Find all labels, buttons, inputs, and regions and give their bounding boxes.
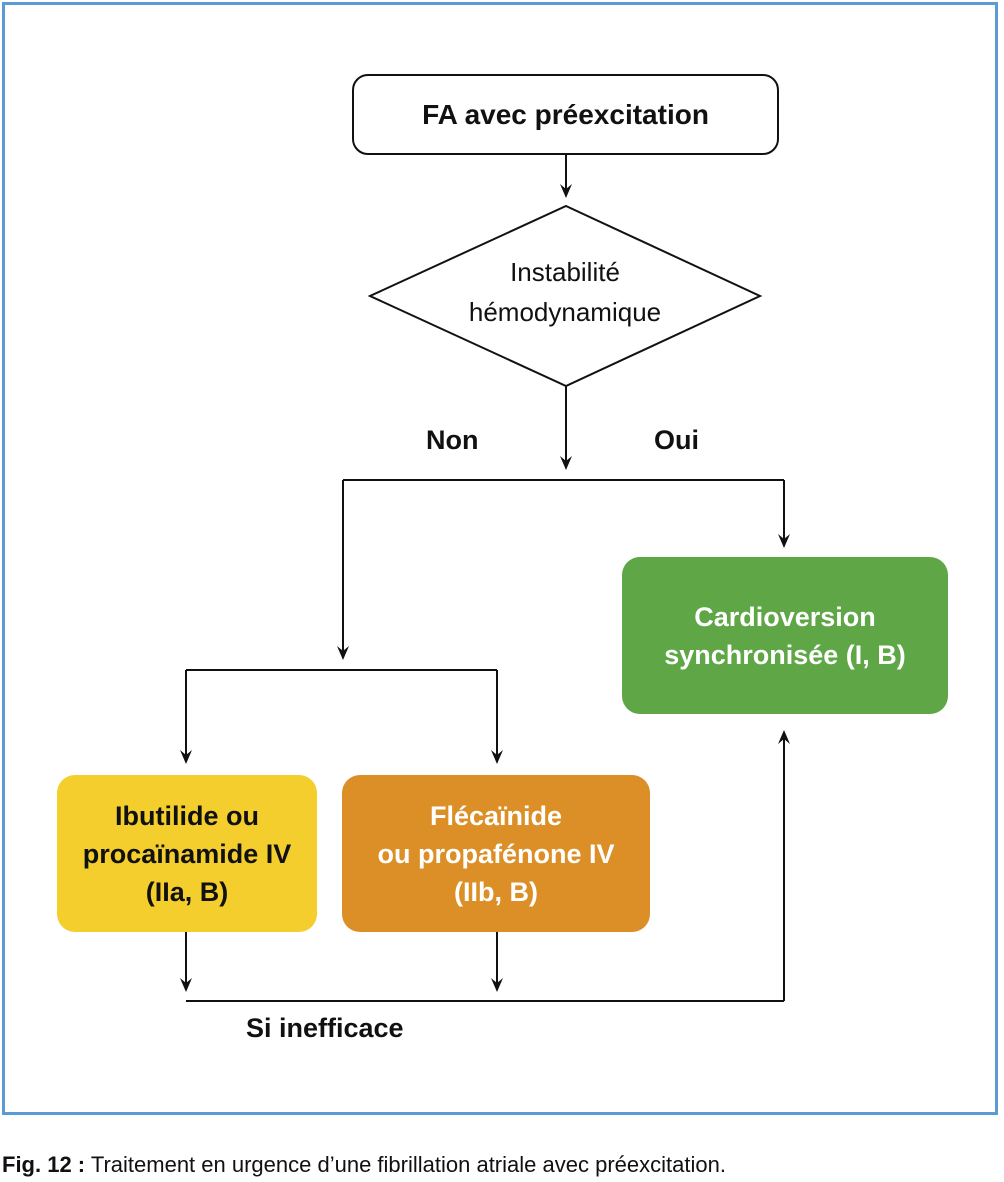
caption-prefix: Fig. 12 : <box>2 1152 86 1177</box>
start-node-label: FA avec préexcitation <box>422 98 709 130</box>
cardioversion-line-2: synchronisée (I, B) <box>664 639 906 670</box>
cardioversion-line-1: Cardioversion <box>694 601 876 632</box>
flecainide-line-2: ou propafénone IV <box>377 838 615 869</box>
arrowhead <box>180 978 192 992</box>
decision-line-2: hémodynamique <box>468 297 662 327</box>
ibutilide-line-2: procaïnamide IV <box>82 838 292 869</box>
cardioversion-node: Cardioversion synchronisée (I, B) <box>622 557 948 714</box>
flecainide-node: Flécaïnide ou propafénone IV (IIb, B) <box>342 775 650 932</box>
figure-caption: Fig. 12 : Traitement en urgence d’une fi… <box>2 1152 726 1178</box>
arrowhead <box>560 184 572 198</box>
si-inefficace-label: Si inefficace <box>246 1013 404 1043</box>
arrowhead <box>491 750 503 764</box>
caption-text: Traitement en urgence d’une fibrillation… <box>85 1152 726 1177</box>
start-node: FA avec préexcitation <box>352 74 779 155</box>
branch-label-non: Non <box>426 425 479 455</box>
arrowhead <box>337 646 349 660</box>
arrowhead <box>180 750 192 764</box>
decision-node-label: Instabilité hémodynamique <box>420 252 710 332</box>
flecainide-line-1: Flécaïnide <box>429 800 563 831</box>
branch-label-oui: Oui <box>654 425 699 455</box>
arrowhead <box>778 730 790 744</box>
arrowhead <box>491 978 503 992</box>
arrowhead <box>778 534 790 548</box>
arrowhead <box>560 456 572 470</box>
ibutilide-line-3: (IIa, B) <box>145 876 229 907</box>
flecainide-line-3: (IIb, B) <box>454 876 538 907</box>
ibutilide-node: Ibutilide ou procaïnamide IV (IIa, B) <box>57 775 317 932</box>
ibutilide-line-1: Ibutilide ou <box>115 800 259 831</box>
decision-line-1: Instabilité <box>510 257 620 287</box>
